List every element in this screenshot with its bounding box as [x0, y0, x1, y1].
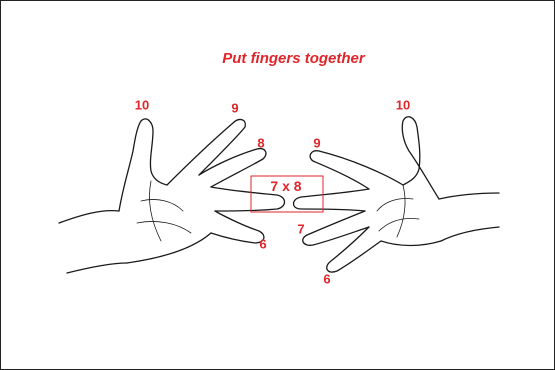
left-finger-8: [199, 149, 266, 187]
left-crease-1: [141, 199, 183, 211]
right-crease-3: [397, 185, 405, 237]
right-wrist-top: [439, 193, 499, 199]
right-hand: [294, 117, 500, 272]
left-wrist-bottom: [67, 263, 127, 273]
right-finger-9: [310, 151, 403, 189]
left-thumb: [119, 119, 167, 211]
left-label-8: 8: [257, 136, 264, 151]
right-thumb: [402, 117, 439, 199]
left-label-6: 6: [259, 237, 266, 252]
left-crease-3: [149, 181, 161, 241]
right-crease-1: [377, 199, 413, 212]
right-finger-7-top: [294, 189, 370, 211]
left-crease-2: [137, 221, 191, 233]
right-label-7: 7: [297, 222, 304, 237]
right-label-10: 10: [396, 98, 410, 113]
left-palm-edge: [127, 233, 211, 263]
right-wrist-bottom: [441, 227, 499, 241]
right-palm-edge: [381, 241, 441, 246]
right-finger-6: [327, 227, 381, 272]
left-wrist-top: [59, 211, 119, 223]
left-finger-6: [211, 211, 264, 243]
right-label-6: 6: [323, 272, 330, 287]
right-finger-7: [303, 211, 369, 245]
right-crease-2: [379, 219, 419, 232]
left-label-9: 9: [231, 101, 238, 116]
multiplication-label: 7 x 8: [270, 178, 301, 194]
left-label-10: 10: [135, 98, 149, 113]
right-label-9: 9: [313, 136, 320, 151]
